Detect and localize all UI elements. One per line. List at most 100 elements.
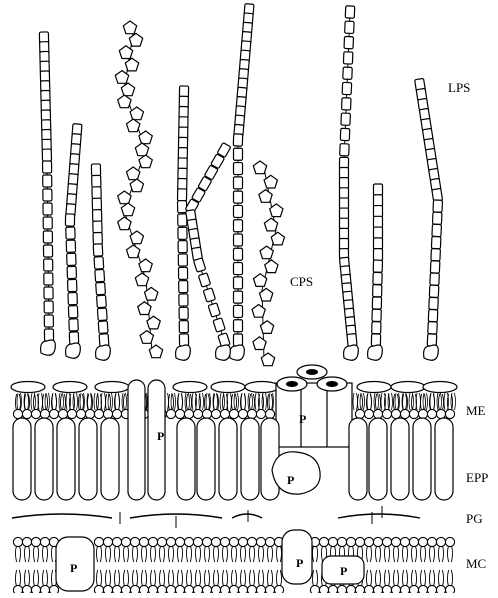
lps-sugar-unit (96, 282, 106, 295)
cps-sugar-unit (264, 218, 277, 231)
lps-sugar-unit (65, 214, 74, 226)
lps-sugar-unit (343, 52, 352, 64)
phospholipid (202, 537, 211, 562)
lps-sugar-unit (179, 281, 188, 293)
lps-sugar-unit (234, 163, 243, 175)
lps-chain (39, 32, 55, 355)
cps-sugar-unit (140, 331, 153, 344)
lipoprotein (413, 418, 431, 500)
cps-chain (115, 21, 162, 358)
lps-sugar-unit (234, 277, 243, 289)
lps-sugar-unit (178, 254, 187, 266)
lps-sugar-unit (374, 249, 383, 261)
phospholipid (31, 537, 40, 562)
cps-sugar-unit (265, 260, 278, 273)
lps-anchor-head (245, 382, 279, 393)
lps-core (96, 345, 111, 360)
phospholipid (427, 537, 436, 562)
phospholipid (13, 570, 22, 593)
porin-body (276, 383, 352, 447)
phospholipid (409, 394, 418, 419)
lps-sugar-unit (234, 148, 243, 160)
lps-sugar-unit (428, 322, 438, 334)
cps-sugar-unit (130, 107, 143, 120)
phospholipid (157, 570, 166, 593)
lps-anchor-head (357, 382, 391, 393)
lps-sugar-unit (342, 82, 351, 94)
label-epp: EPP (466, 470, 488, 485)
lps-sugar-unit (373, 272, 382, 284)
phospholipid (202, 570, 211, 593)
phospholipid (112, 570, 121, 593)
lps-sugar-unit (373, 260, 382, 272)
phospholipid (22, 570, 31, 593)
lps-chain (339, 6, 358, 360)
porin-channel-pore (286, 381, 298, 387)
lps-anchor-head (391, 382, 425, 393)
lps-anchor-head (173, 382, 207, 393)
phospholipid (427, 570, 436, 593)
phospholipid (148, 537, 157, 562)
lps-core (368, 345, 383, 360)
lps-sugar-unit (344, 36, 353, 48)
phospholipid (247, 537, 256, 562)
lipoprotein (57, 418, 75, 500)
cps-sugar-unit (259, 190, 272, 203)
label-pg: PG (466, 511, 483, 526)
lps-sugar-unit (234, 177, 243, 189)
lps-sugar-unit (372, 297, 381, 309)
phospholipid (211, 570, 220, 593)
cps-sugar-unit (127, 245, 140, 258)
phospholipid (112, 537, 121, 562)
lps-sugar-unit (68, 306, 77, 318)
phospholipid (382, 394, 391, 419)
lps-sugar-unit (178, 214, 187, 226)
cps-sugar-unit (252, 305, 265, 318)
label-lps: LPS (448, 80, 470, 95)
cps-sugar-unit (130, 179, 143, 192)
phospholipid (175, 570, 184, 593)
lps-sugar-unit (234, 248, 243, 260)
lps-sugar-unit (234, 320, 243, 332)
cps-sugar-unit (271, 232, 284, 245)
phospholipid (139, 570, 148, 593)
lps-sugar-unit (44, 273, 53, 285)
lps-sugar-unit (432, 212, 442, 224)
phospholipid (409, 570, 418, 593)
phospholipid (229, 537, 238, 562)
lps-sugar-unit (43, 217, 52, 229)
lps-sugar-unit (178, 241, 187, 253)
lps-sugar-unit (44, 287, 53, 299)
protein-label-outer-left: P (157, 429, 164, 443)
lps-sugar-unit (43, 161, 52, 173)
lps-sugar-unit (431, 249, 441, 261)
phospholipid (373, 537, 382, 562)
cps-sugar-unit (129, 33, 142, 46)
lps-sugar-unit (93, 232, 102, 244)
cps-sugar-unit (135, 273, 148, 286)
lps-sugar-unit (203, 288, 215, 302)
lps-chain (91, 164, 110, 360)
phospholipid (391, 570, 400, 593)
lps-sugar-unit (428, 309, 438, 321)
label-me: ME (466, 403, 486, 418)
lps-sugar-unit (97, 308, 107, 321)
cps-sugar-unit (139, 131, 152, 144)
lps-chain (230, 4, 254, 361)
phospholipid (139, 537, 148, 562)
lipoprotein (197, 418, 215, 500)
phospholipid (265, 570, 274, 593)
lps-sugar-unit (234, 220, 243, 232)
lps-sugar-unit (233, 134, 242, 146)
lipoprotein (177, 418, 195, 500)
phospholipid (85, 394, 94, 419)
cps-sugar-unit (118, 217, 131, 230)
phospholipid (265, 537, 274, 562)
phospholipid (256, 537, 265, 562)
lps-sugar-unit (341, 113, 350, 125)
lps-sugar-unit (68, 293, 77, 305)
lps-sugar-unit (94, 257, 104, 270)
phospholipid (67, 394, 76, 419)
lps-sugar-unit (345, 21, 354, 33)
